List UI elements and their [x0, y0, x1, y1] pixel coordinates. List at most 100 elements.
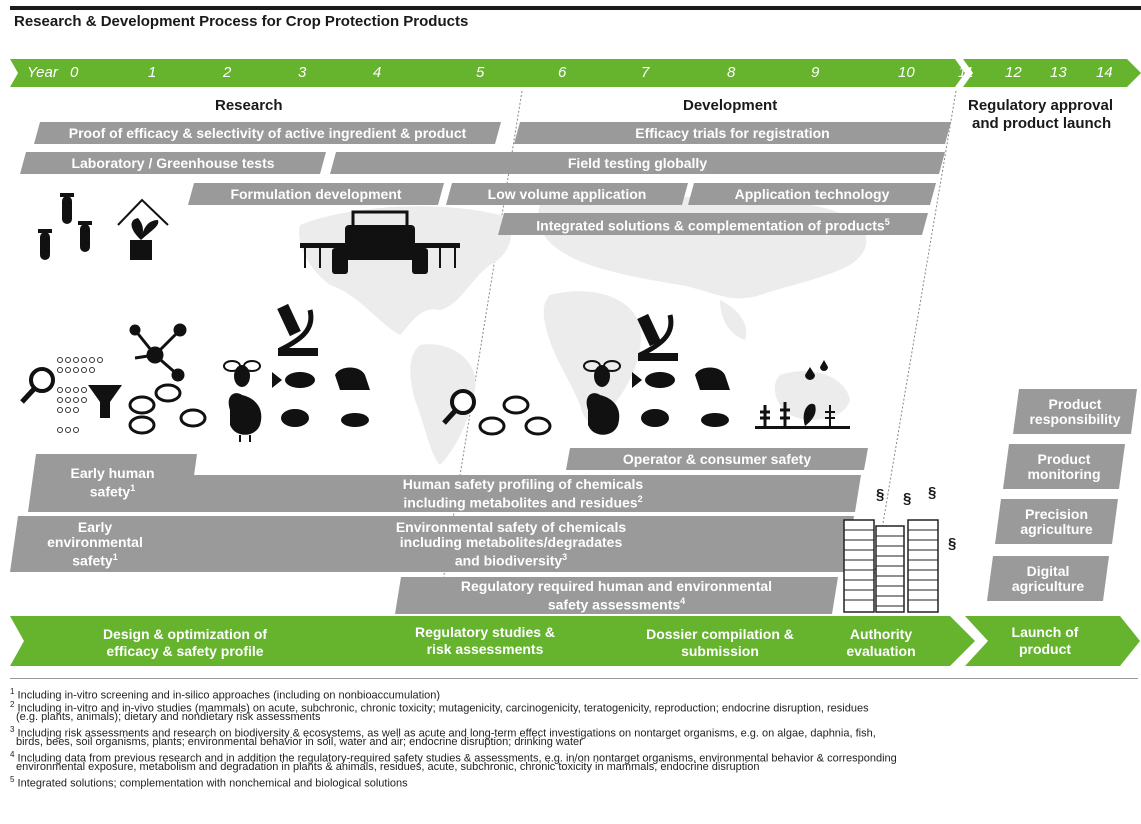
regulatory-required-sup: 4: [680, 595, 686, 606]
footnote-4-num: 4: [10, 750, 15, 759]
section-symbol-1: §: [876, 486, 885, 503]
footnote-5-num: 5: [10, 775, 15, 784]
human-profiling-line1: Human safety profiling of chemicals: [402, 475, 644, 492]
stage-authority-line1: Authority: [849, 626, 913, 642]
stage-authority-line2: evaluation: [846, 643, 916, 659]
year-9: 9: [811, 64, 820, 81]
footnote-3-num: 3: [10, 725, 15, 734]
header-regulatory-line2: and product launch: [972, 115, 1112, 132]
year-10: 10: [898, 64, 915, 81]
header-research: Research: [215, 97, 283, 114]
bee-icon: [583, 360, 621, 387]
frog-icon: [335, 367, 370, 390]
footnote-1: 1 Including in-vitro screening and in-si…: [10, 686, 1135, 702]
icon-layer: [20, 193, 850, 442]
magnifier-icon: [20, 367, 55, 404]
footnote-2-num: 2: [10, 700, 15, 709]
stage-regstudies-line1: Regulatory studies &: [414, 624, 556, 640]
header-development: Development: [683, 97, 778, 114]
footnote-2-cont: (e.g. plants, animals); dietary and nond…: [10, 711, 1141, 724]
footnote-4: 4 Including data from previous research …: [10, 749, 1135, 765]
bar-application-tech: Application technology: [688, 183, 936, 205]
bar-lab-tests: Laboratory / Greenhouse tests: [20, 152, 326, 174]
bar-operator-safety-label: Operator & consumer safety: [622, 450, 812, 467]
stage-launch: Launch of product: [990, 624, 1100, 658]
early-env-line3-text: safety: [72, 552, 113, 569]
bar-integrated-solutions: Integrated solutions & complementation o…: [498, 213, 928, 235]
digital-line1: Digital: [1026, 562, 1070, 579]
footnote-4-text-b: environmental exposure, metabolism and d…: [16, 761, 760, 773]
frog-icon: [695, 367, 730, 390]
bar-efficacy-trials-label: Efficacy trials for registration: [635, 124, 830, 141]
year-timeline-bar: [10, 59, 1141, 87]
page-title: Research & Development Process for Crop …: [14, 13, 469, 30]
magnifier-icon: [442, 389, 476, 425]
year-bar-chevron: [955, 59, 973, 87]
bar-formulation-label: Formulation development: [230, 185, 402, 202]
footnote-2: 2 Including in-vitro and in-vivo studies…: [10, 699, 1135, 715]
product-mon-line1: Product: [1037, 450, 1091, 467]
stage-design-line2: efficacy & safety profile: [106, 643, 264, 659]
human-profiling-sup: 2: [637, 493, 643, 504]
bar-early-env-safety: Early environmental safety1: [10, 516, 180, 572]
document-stack-icon: [843, 519, 939, 613]
early-human-line1: Early human: [70, 465, 155, 482]
early-env-line1: Early: [77, 518, 113, 535]
precision-line2: agriculture: [1020, 520, 1093, 537]
footnote-4-cont: environmental exposure, metabolism and d…: [10, 761, 1141, 774]
bar-low-volume-label: Low volume application: [487, 185, 647, 202]
fish-icon: [272, 372, 315, 388]
footnote-5: 5 Integrated solutions; complementation …: [10, 774, 1135, 790]
env-safety-line3-text: and biodiversity: [454, 552, 563, 569]
year-5: 5: [476, 64, 485, 81]
year-13: 13: [1050, 64, 1067, 81]
petri-dish-icon: [478, 395, 552, 436]
microscope-icon: [637, 313, 678, 361]
chicken-icon: [228, 393, 262, 442]
stage-launch-line1: Launch of: [1011, 624, 1079, 640]
molecule-icon: [129, 323, 187, 382]
bar-proof-label: Proof of efficacy & selectivity of activ…: [68, 124, 467, 141]
footnote-3-text-a: Including risk assessments and research …: [17, 727, 876, 740]
year-1: 1: [148, 64, 157, 81]
bar-env-safety: Environmental safety of chemicals includ…: [168, 516, 854, 572]
microscope-icon: [277, 303, 318, 356]
footnote-divider: [10, 678, 1138, 679]
env-safety-line2: including metabolites/degradates: [399, 533, 623, 550]
footnote-3-cont: birds, bees, soil organisms, plants; env…: [10, 736, 1141, 749]
bar-precision-agriculture: Precision agriculture: [995, 499, 1118, 544]
early-env-line3: safety1: [72, 550, 117, 569]
year-8: 8: [727, 64, 736, 81]
bar-low-volume: Low volume application: [446, 183, 688, 205]
test-tubes-icon: [38, 193, 92, 260]
digital-line2: agriculture: [1011, 577, 1085, 594]
bar-field-testing: Field testing globally: [330, 152, 945, 174]
regulatory-required-line2: safety assessments4: [548, 594, 685, 613]
petri-dish-icon: [128, 383, 207, 435]
regulatory-required-line1: Regulatory required human and environmen…: [460, 577, 773, 594]
bar-application-tech-label: Application technology: [734, 185, 890, 202]
early-human-line2-text: safety: [89, 483, 131, 500]
bar-product-responsibility: Product responsibility: [1013, 389, 1137, 434]
bee-icon: [223, 360, 261, 387]
footnote-2-text-a: Including in-vitro and in-vivo studies (…: [17, 702, 869, 715]
bar-early-human-safety: Early human safety1: [28, 454, 197, 512]
stage-regstudies-line2: risk assessments: [426, 641, 544, 657]
plants-icon: [755, 360, 850, 429]
stage-design: Design & optimization of efficacy & safe…: [70, 626, 300, 660]
section-symbol-2: §: [903, 490, 912, 507]
regulatory-required-line2-text: safety assessments: [547, 596, 681, 613]
dot-grid-icon: [57, 357, 103, 433]
bar-proof-of-efficacy: Proof of efficacy & selectivity of activ…: [34, 122, 501, 144]
bar-integrated-sup: 5: [884, 216, 890, 227]
year-4: 4: [373, 64, 382, 81]
footnote-3-text-b: birds, bees, soil organisms, plants; env…: [16, 736, 583, 748]
stage-dossier-line1: Dossier compilation &: [646, 626, 794, 642]
bar-formulation: Formulation development: [188, 183, 444, 205]
early-env-sup: 1: [112, 551, 118, 562]
stage-regulatory-studies: Regulatory studies & risk assessments: [380, 624, 590, 658]
bar-lab-tests-label: Laboratory / Greenhouse tests: [71, 154, 275, 171]
env-safety-line1: Environmental safety of chemicals: [395, 518, 627, 535]
greenhouse-plant-icon: [117, 198, 169, 260]
tractor-sprayer-icon: [300, 210, 460, 274]
